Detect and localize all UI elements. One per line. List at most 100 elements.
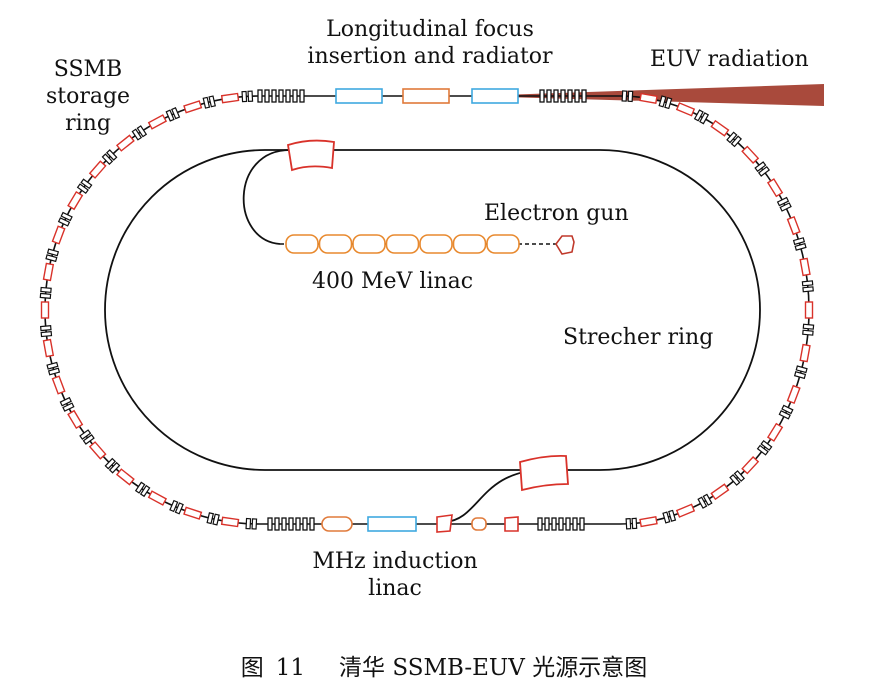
quadrupole-magnet: [754, 161, 767, 173]
dipole-body: [42, 262, 55, 282]
quadrupole-pair: [59, 396, 75, 412]
quadrupole-magnet: [45, 254, 58, 263]
dipole-body: [147, 114, 168, 130]
quadrupole-pair: [206, 512, 220, 526]
electron-gun: [555, 235, 575, 255]
injection-transfer-line: [242, 149, 291, 245]
quadrupole-pair: [76, 178, 93, 195]
quadrupole-magnet: [794, 242, 807, 251]
quadrupole-pair: [79, 429, 95, 445]
euv-radiation-label: EUV radiation: [650, 47, 809, 72]
quadrupole-magnet: [662, 511, 671, 524]
dipole-body: [220, 92, 240, 104]
dipole-magnet: [766, 422, 784, 442]
dipole-body: [115, 134, 135, 152]
quadrupole-pair: [729, 470, 746, 486]
quadrupole-magnet: [299, 89, 305, 103]
quadrupole-magnet: [104, 457, 117, 470]
quadrupole-pair: [131, 125, 148, 141]
quadrupole-pair: [776, 196, 792, 212]
quadrupole-pair: [802, 323, 815, 336]
quadrupole-pair: [39, 286, 52, 299]
quadrupole-magnet: [206, 512, 215, 525]
dipole-body: [786, 215, 801, 236]
quadrupole-pair: [165, 107, 181, 122]
quadrupole-magnet: [208, 95, 216, 108]
dipole-body: [220, 516, 240, 528]
dipole-magnet: [675, 503, 696, 518]
quadrupole-pair: [57, 211, 73, 227]
quadrupole-magnet: [658, 95, 667, 108]
quadrupole-magnet: [621, 90, 628, 102]
quadrupole-magnet: [776, 196, 790, 207]
dipole-body: [710, 483, 730, 501]
correction-dipole: [504, 516, 519, 532]
dipole-magnet: [183, 506, 203, 520]
quadrupole-magnet: [574, 89, 580, 103]
linac-cavity-cell: [352, 234, 386, 254]
quadrupole-magnet: [47, 367, 61, 376]
caption-number: 11: [275, 655, 306, 681]
dipole-body: [88, 160, 107, 179]
dipole-magnet: [639, 515, 658, 528]
dipole-magnet: [183, 100, 203, 114]
quadrupole-magnet: [572, 517, 578, 531]
quadrupole-magnet: [802, 286, 814, 293]
quadrupole-pair: [693, 109, 710, 125]
quadrupole-magnet: [760, 439, 773, 451]
quadrupole-magnet: [302, 517, 308, 531]
quadrupole-pair: [101, 149, 118, 165]
quadrupole-magnet: [264, 89, 270, 103]
quadrupole-magnet: [730, 135, 742, 148]
quadrupole-pair: [45, 248, 60, 263]
longitudinal-focus-label: Longitudinal focus insertion and radiato…: [280, 16, 580, 70]
ssmb-lattice-elements: [39, 90, 815, 530]
quadrupole-pair: [245, 517, 258, 530]
figure-caption: 图 11 清华 SSMB-EUV 光源示意图: [0, 648, 888, 682]
dipole-magnet: [799, 343, 811, 363]
caption-text: 清华 SSMB-EUV 光源示意图: [339, 655, 648, 681]
quadrupole-pair: [658, 95, 673, 110]
longitudinal-focus-label-line-1: Longitudinal focus: [326, 17, 534, 42]
quadrupole-magnet: [165, 109, 175, 122]
caption-prefix: 图: [240, 655, 264, 681]
linac-cavity-cell: [285, 234, 319, 254]
quadrupole-magnet: [579, 517, 585, 531]
quadrupole-magnet: [537, 517, 543, 531]
longitudinal-focus-insertion: [257, 88, 587, 104]
dipole-magnet: [88, 160, 107, 179]
quadrupole-magnet: [757, 165, 771, 177]
dipole-magnet: [67, 190, 84, 211]
quadrupole-magnet: [697, 496, 708, 509]
dipole-magnet: [115, 468, 135, 486]
quadrupole-magnet: [295, 517, 301, 531]
quadrupole-magnet: [793, 371, 807, 380]
dipole-body: [183, 100, 203, 114]
induction-linac-module: [367, 516, 417, 532]
quadrupole-pair: [792, 237, 807, 251]
quadrupole-pair: [778, 404, 794, 420]
dipole-body: [799, 343, 811, 363]
quadrupole-magnet: [131, 128, 143, 141]
dipole-magnet: [799, 257, 811, 277]
quadrupole-magnet: [565, 517, 571, 531]
quadrupole-magnet: [285, 89, 291, 103]
quadrupole-magnet: [726, 131, 738, 144]
quadrupole-pair: [169, 499, 184, 515]
dipole-magnet: [147, 490, 168, 506]
quadrupole-magnet: [729, 474, 741, 486]
quadrupole-magnet: [40, 330, 53, 338]
linac-cavity-cell: [318, 234, 353, 254]
mhz-induction-label-line-1: MHz induction: [312, 549, 478, 574]
quadrupole-magnet: [134, 481, 146, 494]
quadrupole-pair: [134, 481, 151, 498]
injection-kicker-dipole: [436, 514, 453, 533]
quadrupole-magnet: [539, 89, 545, 103]
quadrupole-magnet: [60, 211, 73, 222]
dipole-magnet: [741, 455, 760, 475]
strecher-ring: [104, 149, 761, 471]
dipole-magnet: [220, 516, 240, 528]
quadrupole-magnet: [62, 402, 75, 412]
linac-cavity-cell: [486, 234, 520, 254]
strecher-injection-dipole: [286, 139, 335, 172]
